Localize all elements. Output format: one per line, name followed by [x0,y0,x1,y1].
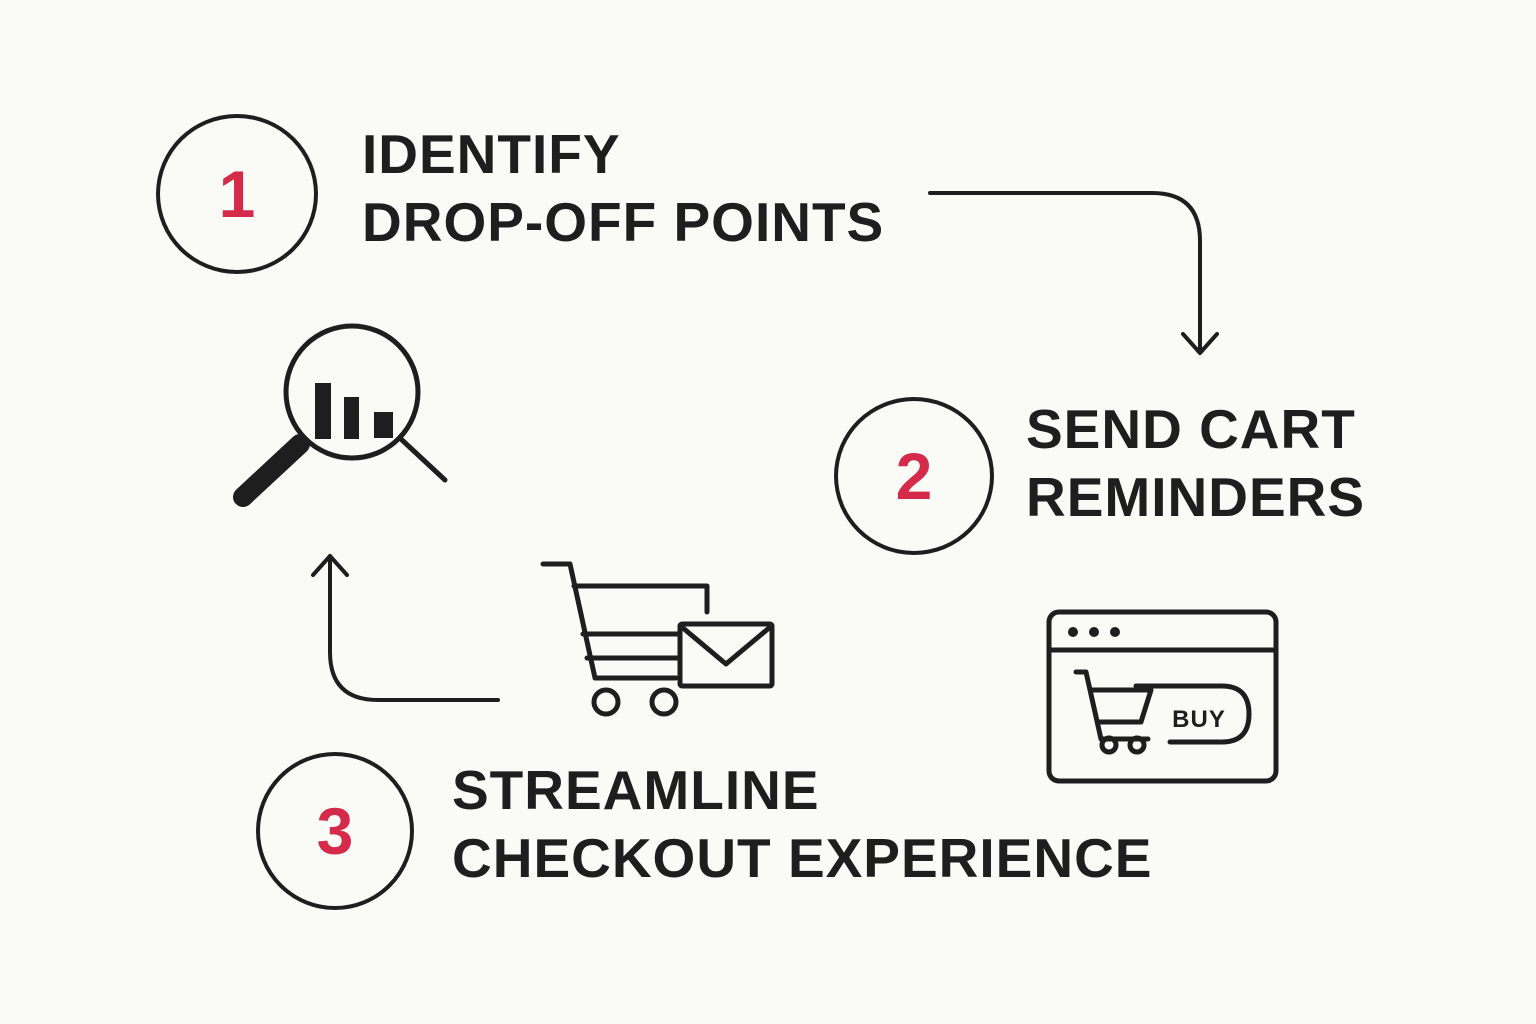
magnifier-bar-chart-icon [233,323,448,507]
step-2-title: SEND CART REMINDERS [1026,395,1365,531]
cart-envelope-icon [540,561,775,717]
step-3-title-line-1: STREAMLINE [452,759,820,821]
step-1-title: IDENTIFY DROP-OFF POINTS [362,120,884,256]
step-3-title: STREAMLINE CHECKOUT EXPERIENCE [452,756,1152,892]
step-3-number-circle: 3 [256,752,414,910]
step-2-number: 2 [895,439,933,513]
step-2-title-line-2: REMINDERS [1026,466,1366,528]
buy-button-label: BUY [1172,706,1226,733]
arrow-step-3-to-1 [311,554,500,702]
step-3-number: 3 [316,794,354,868]
buy-button-outline [1133,683,1252,745]
step-1-title-line-2: DROP-OFF POINTS [362,191,885,253]
browser-cart-buy-icon: BUY [1046,609,1279,784]
step-2-title-line-1: SEND CART [1026,398,1356,460]
arrow-step-1-to-2 [928,191,1219,355]
step-2-number-circle: 2 [834,397,994,555]
step-1-number: 1 [218,157,256,231]
step-1-number-circle: 1 [156,114,318,274]
step-3-title-line-2: CHECKOUT EXPERIENCE [452,827,1153,889]
step-1-title-line-1: IDENTIFY [362,123,621,185]
